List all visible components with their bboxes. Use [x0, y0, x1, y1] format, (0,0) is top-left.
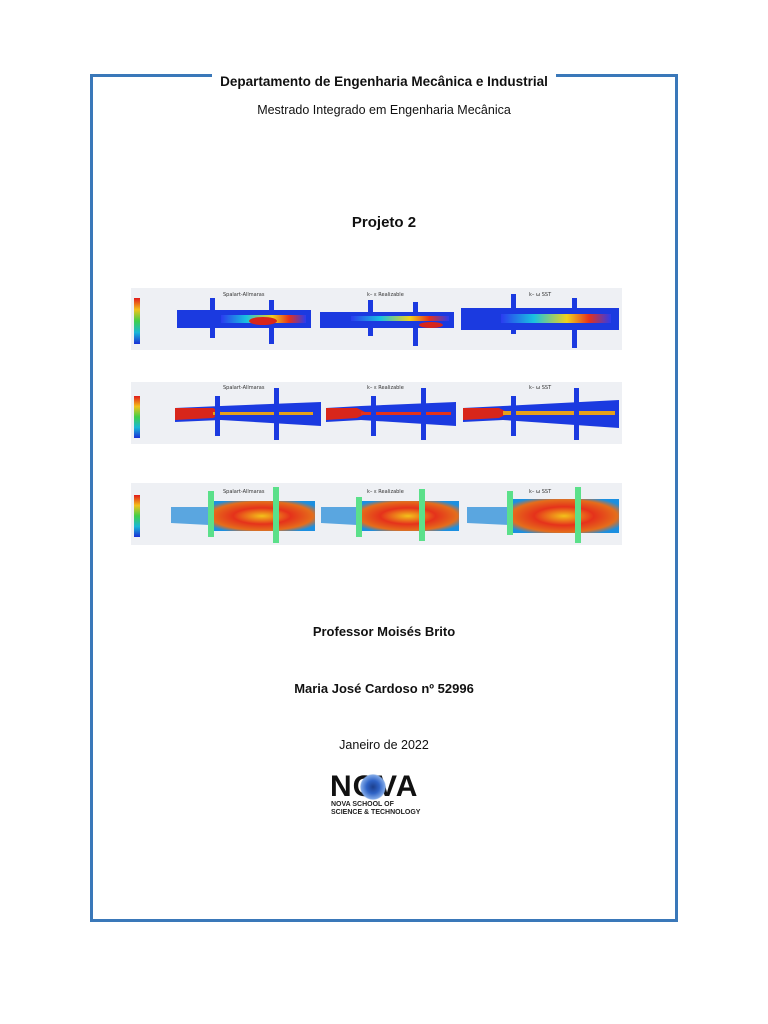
color-scale-bar	[134, 298, 140, 344]
nova-logo-dot-icon	[360, 774, 386, 800]
panel-3-label: k– ω SST	[529, 292, 552, 298]
nova-logo-subtitle: NOVA SCHOOL OF SCIENCE & TECHNOLOGY	[331, 801, 421, 816]
panel-2: k– ε Realizable	[321, 489, 459, 541]
professor-name: Professor Moisés Brito	[312, 624, 456, 639]
panel-2-label: k– ε Realizable	[367, 292, 404, 298]
color-scale-bar	[134, 495, 140, 537]
color-scale-bar	[134, 396, 140, 438]
simulation-figure-row-2: Spalart-Allmaras k– ε Realizable k– ω SS…	[131, 382, 622, 444]
department-title: Departamento de Engenharia Mecânica e In…	[212, 74, 556, 89]
panel-1-label: Spalart-Allmaras	[223, 292, 265, 298]
simulation-figure-row-3: Spalart-Allmaras k– ε Realizable k– ω SS…	[131, 483, 622, 545]
panel-1-label: Spalart-Allmaras	[223, 489, 265, 495]
nova-logo: NOVA NOVA SCHOOL OF SCIENCE & TECHNOLOGY	[330, 770, 450, 820]
panel-1-label: Spalart-Allmaras	[223, 385, 265, 391]
project-title: Projeto 2	[351, 214, 417, 231]
panel-3-label: k– ω SST	[529, 385, 552, 391]
panel-2: k– ε Realizable	[320, 292, 454, 346]
panel-1: Spalart-Allmaras	[171, 487, 315, 543]
department-title-wrapper: Departamento de Engenharia Mecânica e In…	[0, 74, 768, 92]
panel-2-label: k– ε Realizable	[367, 489, 404, 495]
panel-2: k– ε Realizable	[326, 385, 456, 440]
panel-3: k– ω SST	[463, 385, 619, 440]
panel-1: Spalart-Allmaras	[177, 292, 311, 344]
panel-3-label: k– ω SST	[529, 489, 552, 495]
document-date: Janeiro de 2022	[339, 738, 429, 752]
panel-2-label: k– ε Realizable	[367, 385, 404, 391]
student-name: Maria José Cardoso nº 52996	[294, 681, 474, 696]
panel-3: k– ω SST	[467, 487, 619, 543]
simulation-figure-row-1: Spalart-Allmaras k– ε Realizable k– ω SS…	[131, 288, 622, 350]
panel-1: Spalart-Allmaras	[175, 385, 321, 440]
panel-3: k– ω SST	[461, 292, 619, 348]
course-subtitle: Mestrado Integrado em Engenharia Mecânic…	[257, 103, 511, 117]
